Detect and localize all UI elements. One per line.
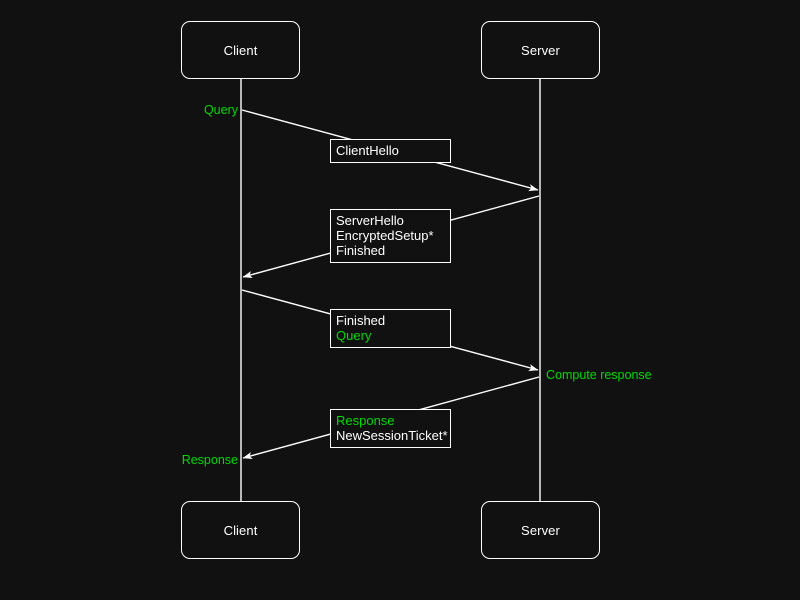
annotation-compute-response: Compute response <box>546 368 652 382</box>
message-line: Finished <box>336 243 386 258</box>
participant-client-bottom[interactable]: Client <box>181 501 300 559</box>
participant-server-top[interactable]: Server <box>481 21 600 79</box>
message-line: Response <box>336 413 395 428</box>
participant-label: Server <box>521 522 560 538</box>
participant-label: Client <box>223 42 258 58</box>
message-line: ClientHello <box>336 143 399 158</box>
message-line: Query <box>336 328 372 343</box>
participant-client-top[interactable]: Client <box>181 21 300 79</box>
message-line: NewSessionTicket* <box>336 428 448 443</box>
annotation-query: Query <box>203 103 238 117</box>
participant-label: Client <box>223 522 258 538</box>
message-box-client-hello: ClientHello <box>330 139 451 163</box>
message-box-response-ticket: Response NewSessionTicket* <box>330 409 451 448</box>
message-line: EncryptedSetup* <box>336 228 434 243</box>
message-line: ServerHello <box>336 213 404 228</box>
annotation-response: Response <box>181 453 238 467</box>
message-line: Finished <box>336 313 386 328</box>
message-box-server-hello: ServerHello EncryptedSetup* Finished <box>330 209 451 263</box>
participant-server-bottom[interactable]: Server <box>481 501 600 559</box>
message-box-finished-query: Finished Query <box>330 309 451 348</box>
participant-label: Server <box>521 42 560 58</box>
